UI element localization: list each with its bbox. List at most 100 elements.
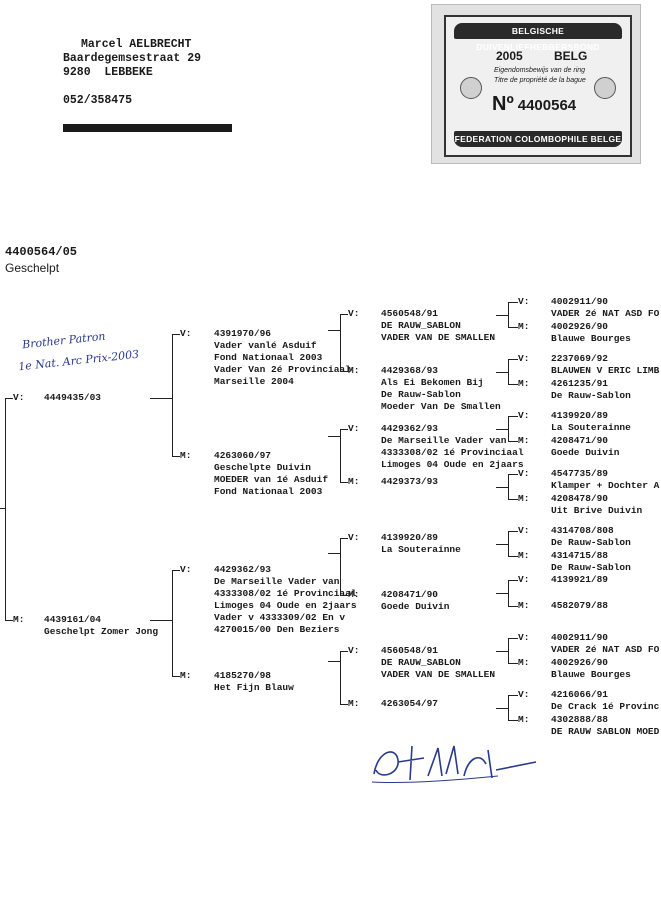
g9-label: V: (518, 525, 530, 536)
g16-line-1: DE RAUW SABLON MOED (551, 726, 660, 737)
g14-line-0: 4002926/90 (551, 657, 609, 668)
stamp-country: BELG (554, 49, 588, 63)
stamp-hole-left (460, 77, 482, 99)
mmf-tick (340, 651, 348, 652)
stamp-line2: Titre de propriété de la bague (494, 77, 586, 84)
g8-line-1: Uit Brive Duivin (551, 505, 643, 516)
g13-label: V: (518, 632, 530, 643)
gen3-bracket-2-vertical (340, 538, 341, 595)
mmm-tick (340, 704, 348, 705)
mf-line-4: Vader v 4333309/02 En v (214, 612, 346, 623)
g1-tick (508, 302, 518, 303)
g7-line-1: Klamper + Dochter A (551, 480, 660, 491)
gen3-bracket-1-stem (328, 436, 340, 437)
gen4-bracket-3-stem (496, 487, 508, 488)
mother-tick (5, 620, 13, 621)
g7-label: V: (518, 468, 530, 479)
annotation-line2: 1e Nat. Arc Prix-2003 (17, 347, 140, 374)
ffm-line-1: Als Ei Bekomen Bij (381, 377, 484, 388)
g1-label: V: (518, 296, 530, 307)
gen3-bracket-2-stem (328, 553, 340, 554)
ffm-line-3: Moeder Van De Smallen (381, 401, 501, 412)
ff-line-0: 4391970/96 (214, 328, 272, 339)
fff-tick (340, 314, 348, 315)
ffm-line-2: De Rauw-Sablon (381, 389, 461, 400)
signature-scribble (371, 745, 537, 784)
g12-label: M: (518, 600, 530, 611)
g13-tick (508, 638, 518, 639)
mf-tick (172, 570, 180, 571)
g7-line-0: 4547735/89 (551, 468, 609, 479)
g9-line-1: De Rauw-Sablon (551, 537, 631, 548)
gen4-bracket-6-stem (496, 651, 508, 652)
father-tick (5, 398, 13, 399)
g11-tick (508, 580, 518, 581)
gen4-bracket-7-vertical (508, 695, 509, 720)
g15-line-0: 4216066/91 (551, 689, 609, 700)
mff-tick (340, 538, 348, 539)
mff-label: V: (348, 532, 360, 543)
mf-label: V: (180, 564, 192, 575)
g12-line-0: 4582079/88 (551, 600, 609, 611)
g3-tick (508, 359, 518, 360)
g3-label: V: (518, 353, 530, 364)
g3-line-0: 2237069/92 (551, 353, 609, 364)
g4-line-1: De Rauw-Sablon (551, 390, 631, 401)
g14-line-1: Blauwe Bourges (551, 669, 631, 680)
g6-label: M: (518, 435, 530, 446)
g16-tick (508, 720, 518, 721)
g11-line-0: 4139921/89 (551, 574, 609, 585)
fm-line-1: Geschelpte Duivin (214, 462, 311, 473)
stamp-number: 4400564 (517, 97, 577, 114)
mmf-label: V: (348, 645, 360, 656)
father-bracket-stem (150, 398, 172, 399)
fmm-line-0: 4429373/93 (381, 476, 439, 487)
gen4-bracket-4-stem (496, 544, 508, 545)
ff-line-4: Marseille 2004 (214, 376, 294, 387)
g5-label: V: (518, 410, 530, 421)
ffm-tick (340, 371, 348, 372)
mm-tick (172, 676, 180, 677)
mother-label: M: (13, 614, 25, 625)
mf-line-3: Limoges 04 Oude en 2jaars (214, 600, 357, 611)
fff-line-0: 4560548/91 (381, 308, 439, 319)
gen4-bracket-0-stem (496, 315, 508, 316)
mf-line-5: 4270015/00 Den Beziers (214, 624, 340, 635)
subject-bracket-vertical (5, 398, 6, 620)
ff-label: V: (180, 328, 192, 339)
gen4-bracket-0-vertical (508, 302, 509, 327)
g9-line-0: 4314708/808 (551, 525, 614, 536)
g8-line-0: 4208478/90 (551, 493, 609, 504)
g9-tick (508, 531, 518, 532)
ff-line-1: Vader vanlé Asduif (214, 340, 317, 351)
g13-line-0: 4002911/90 (551, 632, 609, 643)
g8-tick (508, 499, 518, 500)
fff-label: V: (348, 308, 360, 319)
ff-line-3: Vader Van 2é Provinciaal (214, 364, 351, 375)
g15-tick (508, 695, 518, 696)
fmm-label: M: (348, 476, 360, 487)
owner-name: Marcel AELBRECHT (81, 38, 192, 51)
g16-label: M: (518, 714, 530, 725)
mf-line-2: 4333308/02 1é Provinciaal (214, 588, 357, 599)
gen4-bracket-5-vertical (508, 580, 509, 606)
g8-label: M: (518, 493, 530, 504)
g1-line-0: 4002911/90 (551, 296, 609, 307)
fm-line-2: MOEDER van 1é Asduif (214, 474, 329, 485)
g3-line-1: BLAUWEN V ERIC LIMB (551, 365, 660, 376)
fmf-line-1: De Marseille Vader van (381, 435, 507, 446)
fmf-line-2: 4333308/02 1é Provinciaal (381, 447, 524, 458)
g16-line-0: 4302888/88 (551, 714, 609, 725)
mff-line-0: 4139920/89 (381, 532, 439, 543)
mother-bracket-stem (150, 620, 172, 621)
fm-label: M: (180, 450, 192, 461)
mff-line-1: La Souterainne (381, 544, 461, 555)
gen4-bracket-6-vertical (508, 638, 509, 663)
g13-line-1: VADER 2é NAT ASD FO (551, 644, 660, 655)
g4-tick (508, 384, 518, 385)
gen4-bracket-7-stem (496, 708, 508, 709)
mother-bracket-vertical (172, 570, 173, 676)
gen3-bracket-0-vertical (340, 314, 341, 371)
father-line-0: 4449435/03 (44, 392, 102, 403)
g2-line-0: 4002926/90 (551, 321, 609, 332)
